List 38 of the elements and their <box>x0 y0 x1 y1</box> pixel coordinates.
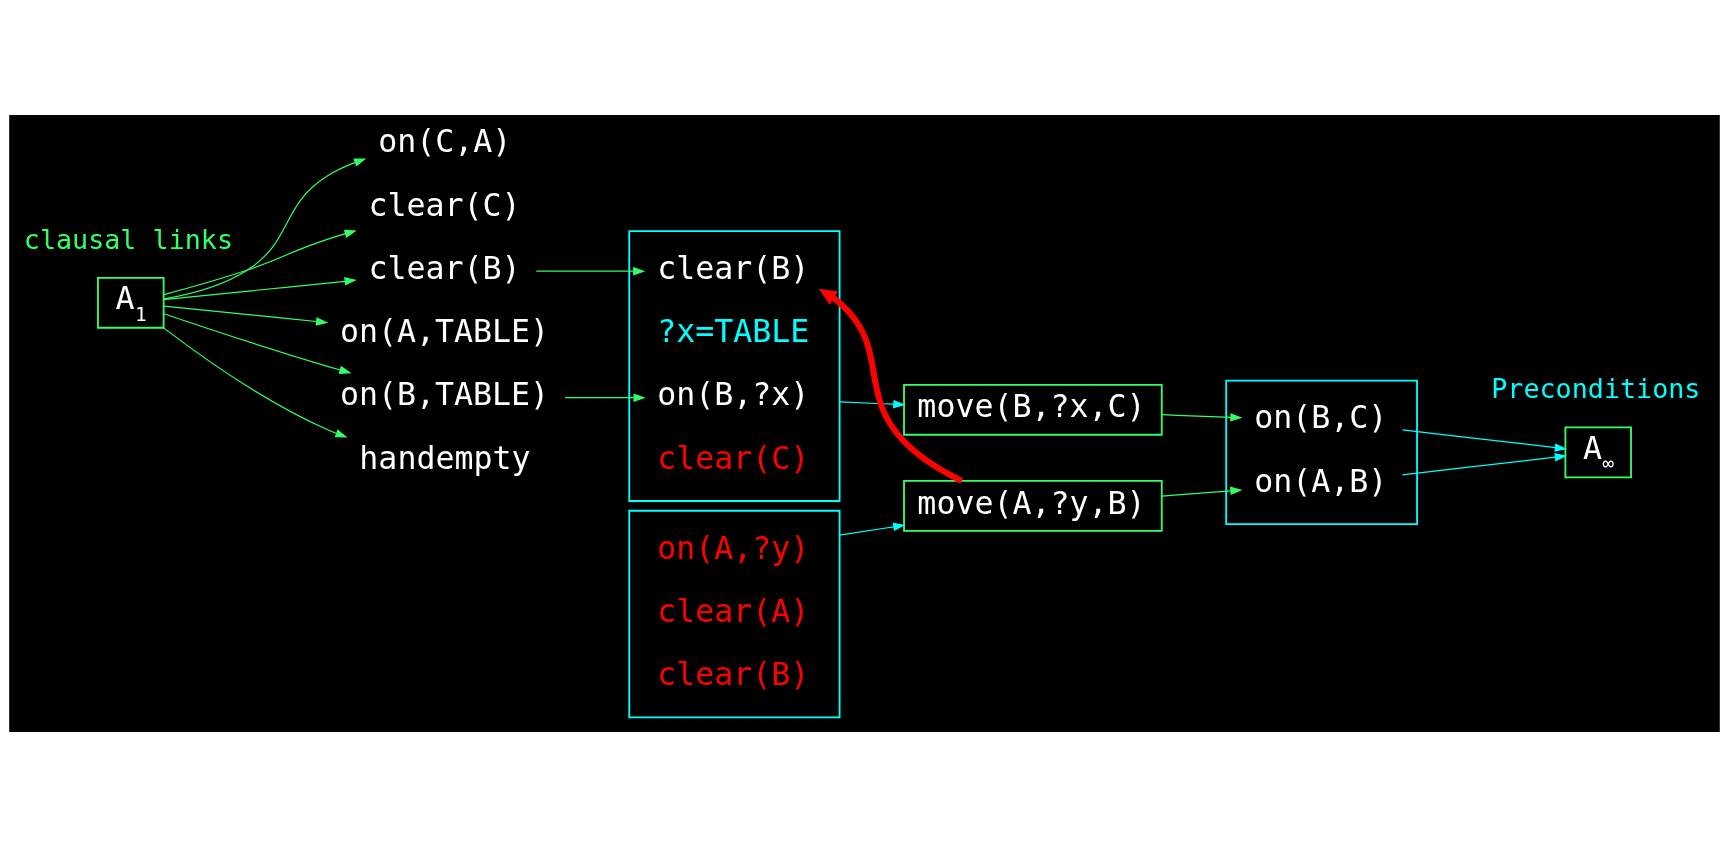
node-text: clear(B) <box>657 249 810 286</box>
arrow <box>564 392 646 402</box>
node-box: A$_{∞}$ <box>1564 426 1632 478</box>
node-box: A$_{1}$ <box>97 276 165 329</box>
node-text: clear(B) <box>368 249 521 286</box>
arrow <box>1161 486 1243 497</box>
cluster <box>1225 379 1418 525</box>
node-text: on(A,B) <box>1254 462 1388 499</box>
node-text: on(B,C) <box>1254 398 1388 435</box>
node-text: on(B,?x) <box>657 375 810 412</box>
arrow <box>1161 412 1243 422</box>
node-text: handempty <box>359 439 531 476</box>
arrow <box>163 312 352 374</box>
arrow <box>838 522 906 536</box>
node-text: on(C,A) <box>378 122 512 159</box>
node-text: clear(B) <box>657 655 810 692</box>
node-text: on(A,?y) <box>657 529 810 566</box>
arrow <box>1401 452 1567 475</box>
node-text: ?x=TABLE <box>657 312 810 349</box>
node-text: clear(C) <box>368 186 521 223</box>
arrow <box>163 304 329 326</box>
cluster <box>628 509 841 718</box>
arrow <box>838 399 906 408</box>
arrow <box>818 288 964 484</box>
node-text: clear(A) <box>657 592 810 629</box>
node-text: on(B,TABLE) <box>339 375 550 412</box>
node-box: move(A,?y,B) <box>903 479 1163 532</box>
arrow <box>163 229 357 295</box>
label: Preconditions <box>1491 372 1701 404</box>
node-text: on(A,TABLE) <box>339 312 550 349</box>
arrow <box>162 326 348 438</box>
node-box: move(B,?x,C) <box>903 383 1163 436</box>
arrow <box>163 157 367 300</box>
arrow <box>1401 428 1567 452</box>
node-text: clear(C) <box>657 439 810 476</box>
arrow <box>535 266 646 275</box>
arrow <box>163 276 357 300</box>
label: clausal links <box>23 223 234 255</box>
